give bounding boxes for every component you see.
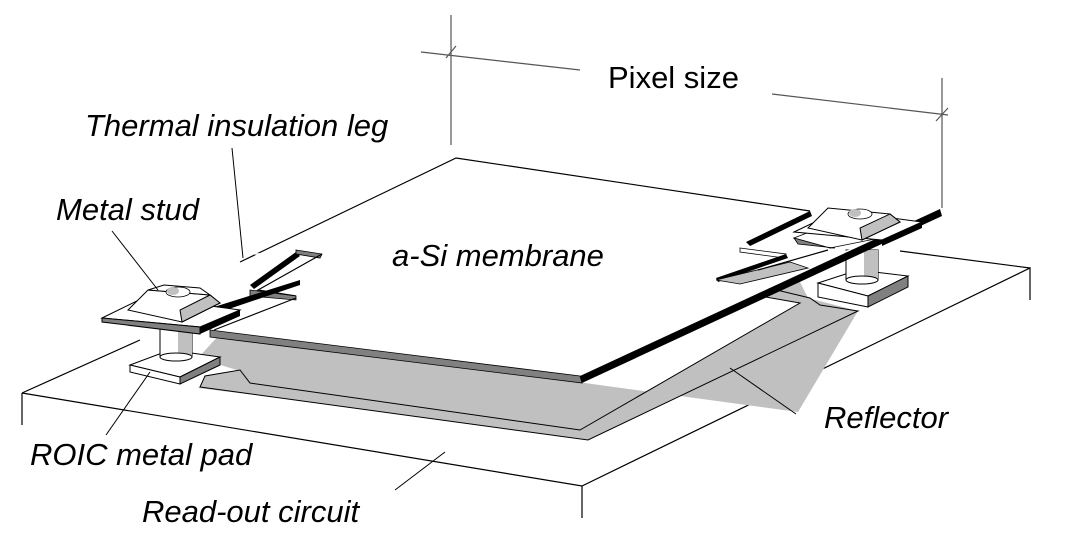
leader-roic-pad [105,371,151,436]
stud-pillar-right [845,249,879,285]
leader-readout [394,451,446,491]
metal-stud-left [100,284,242,335]
label-readout: Read-out circuit [142,494,360,529]
label-metal-stud: Metal stud [56,192,201,227]
leader-reflector [729,367,797,415]
a-si-membrane [209,157,942,384]
leader-thermal-leg [231,147,244,259]
metal-stud-right [792,207,924,246]
label-roic-pad: ROIC metal pad [30,437,254,472]
leader-metal-stud [111,230,159,291]
label-thermal-leg: Thermal insulation leg [85,108,388,143]
label-membrane: a-Si membrane [392,238,604,273]
label-reflector: Reflector [824,400,950,435]
pixel-size-dimension [420,15,949,208]
label-pixel-size: Pixel size [608,60,739,95]
roic-metal-pad-left [128,349,222,385]
